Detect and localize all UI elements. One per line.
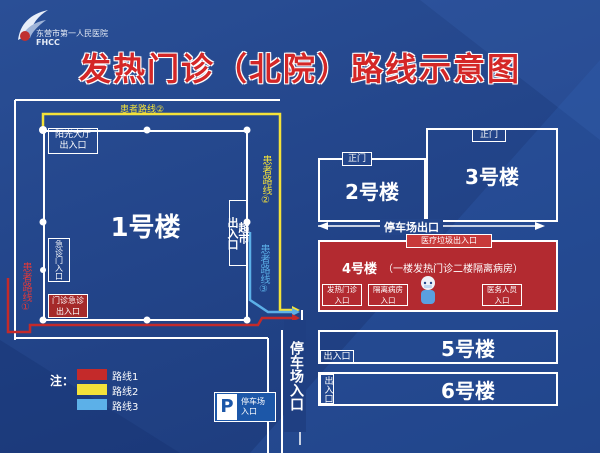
legend-item-route2: 路线2	[112, 387, 139, 398]
building-1-label: 1号楼	[110, 213, 181, 243]
parking-p-icon: P	[217, 394, 237, 420]
logo-text-cn: 东营市第一人民医院	[36, 29, 108, 38]
route3-label: 患者路线③	[258, 244, 269, 295]
outpatient-emergency-entrance: 门诊急诊 出入口	[48, 294, 88, 318]
building-5-entrance: 出入口	[320, 350, 354, 364]
medical-waste-exit: 医疗垃圾出入口	[406, 234, 492, 248]
supermarket-entrance-label: 超市 出入口	[226, 216, 250, 250]
legend-item-route1: 路线1	[112, 372, 139, 383]
route2-side-label: 患者路线②	[260, 155, 271, 206]
route1-label: 患者路线①	[20, 262, 31, 313]
parking-exit-label: 停车场出口	[380, 219, 443, 235]
building-5: 5号楼	[318, 330, 558, 364]
building-1: 1号楼	[43, 130, 248, 321]
building-4-desc: （一楼发热门诊二楼隔离病房）	[383, 264, 523, 275]
building-6-label: 6号楼	[441, 378, 495, 403]
fever-clinic-entrance: 发热门诊 入口	[322, 284, 362, 306]
supermarket-entrance: 超市 出入口	[226, 200, 250, 266]
building-6-entrance: 出入口	[320, 374, 334, 404]
building-3-gate: 正门	[472, 128, 506, 142]
building-2-label: 2号楼	[345, 179, 399, 204]
parking-entrance-vertical: 停车场入口	[284, 320, 306, 432]
building-4-label: 4号楼	[342, 262, 378, 277]
logo-text-en: FHCC	[36, 38, 60, 47]
building-4	[318, 240, 558, 312]
legend-title: 注：	[50, 374, 75, 388]
hospital-logo-icon	[18, 10, 48, 41]
medical-staff-entrance: 医务人员 入口	[482, 284, 522, 306]
building-2: 2号楼	[318, 158, 426, 222]
building-3: 3号楼	[426, 128, 558, 222]
parking-sign: P 停车场 入口	[214, 392, 276, 422]
building-6: 6号楼	[318, 372, 558, 406]
isolation-ward-entrance: 隔离病房 入口	[368, 284, 408, 306]
medical-staff-mascot-icon	[421, 276, 435, 304]
route2-top-label: 患者路线②	[120, 105, 165, 115]
building-2-gate: 正门	[342, 152, 372, 166]
page-title: 发热门诊（北院）路线示意图	[78, 50, 521, 88]
sunshine-hall-entrance: 阳光大厅 出入口	[48, 128, 98, 154]
emergency-gate-entrance: 急诊门入口	[48, 238, 70, 282]
building-3-label: 3号楼	[465, 164, 519, 189]
parking-sign-text: 停车场 入口	[241, 397, 265, 416]
building-5-label: 5号楼	[441, 336, 495, 361]
emergency-gate-label: 急诊门入口	[54, 240, 64, 280]
legend-item-route3: 路线3	[112, 402, 139, 413]
